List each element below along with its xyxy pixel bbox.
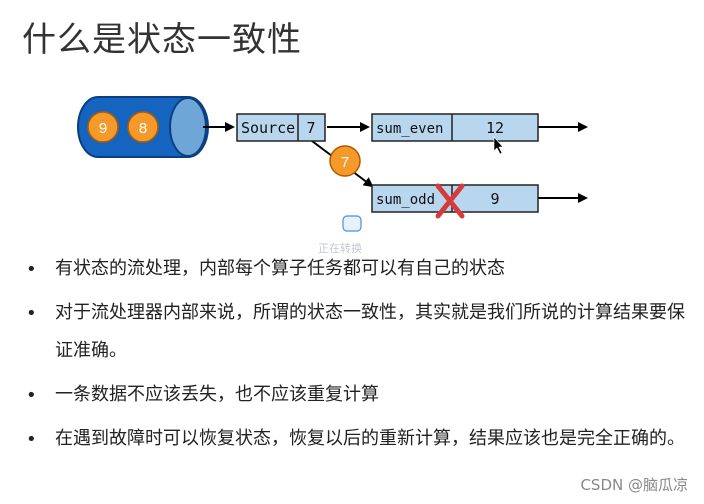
input-queue: 9 8 [77, 96, 209, 158]
bullet-text: 一条数据不应该丢失，也不应该重复计算 [55, 384, 379, 405]
sum-odd-label: sum_odd [376, 192, 435, 208]
in-flight-event: 7 [329, 145, 361, 177]
queue-item-9 [87, 111, 119, 143]
bullet-item: • 有状态的流处理，内部每个算子任务都可以有自己的状态 [26, 250, 686, 288]
queue-item-8-label: 8 [139, 120, 147, 137]
sum-odd-operator: sum_odd 9 [371, 183, 539, 219]
translate-button[interactable] [342, 215, 362, 232]
sum-even-operator: sum_even 12 [371, 113, 539, 142]
queue-item-9-label: 9 [99, 120, 107, 137]
sum-even-label: sum_even [376, 121, 443, 137]
stream-diagram: 9 8 Source 7 sum_even 12 sum_odd 9 7 [77, 96, 588, 232]
sum-even-value: 12 [486, 119, 504, 137]
source-label: Source [241, 119, 295, 137]
bullet-text: 在遇到故障时可以恢复状态，恢复以后的重新计算，结果应该也是完全正确的。 [55, 428, 685, 449]
bullet-icon: • [26, 429, 37, 450]
slide-title: 什么是状态一致性 [22, 20, 302, 60]
bullet-icon: • [26, 303, 37, 324]
csdn-watermark: CSDN @脑瓜凉 [580, 476, 688, 494]
mouse-cursor-icon [493, 136, 504, 155]
bullet-text: 对于流处理器内部来说，所谓的状态一致性，其实就是我们所说的计算结果要保证准确。 [55, 302, 685, 361]
bullet-text: 有状态的流处理，内部每个算子任务都可以有自己的状态 [55, 258, 505, 279]
sum-odd-value: 9 [490, 190, 499, 208]
in-flight-event-label: 7 [341, 154, 349, 171]
bullet-item: • 在遇到故障时可以恢复状态，恢复以后的重新计算，结果应该也是完全正确的。 [26, 420, 686, 458]
source-operator: Source 7 [236, 113, 326, 142]
queue-item-8 [127, 111, 159, 143]
bullet-icon: • [26, 385, 37, 406]
bullet-item: • 一条数据不应该丢失，也不应该重复计算 [26, 376, 686, 414]
translate-status-label: 正在转换 [318, 242, 362, 255]
queue-end [169, 97, 207, 157]
bullet-item: • 对于流处理器内部来说，所谓的状态一致性，其实就是我们所说的计算结果要保证准确… [26, 294, 686, 370]
bullet-list: • 有状态的流处理，内部每个算子任务都可以有自己的状态 • 对于流处理器内部来说… [26, 250, 686, 458]
source-value: 7 [306, 119, 315, 137]
failure-cross-icon [435, 183, 465, 219]
bullet-icon: • [26, 259, 37, 280]
